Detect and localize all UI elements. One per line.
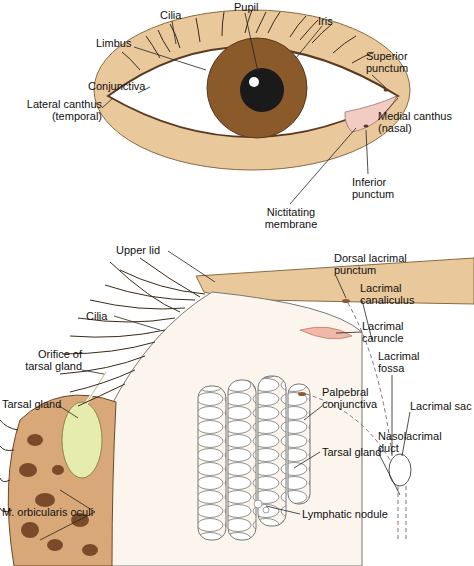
punctum-mark [342,299,350,303]
tarsal-gland-column [198,386,226,540]
part-label: Superior punctum [366,50,428,74]
part-label: Medial canthus (nasal) [378,110,466,134]
part-label: Orifice of tarsal gland [16,348,82,372]
leader-lines [102,13,398,204]
part-label: Lateral canthus (temporal) [14,98,102,122]
leader-lines [40,251,410,540]
part-label: Cilia [86,310,107,322]
part-label: Lacrimal fossa [378,350,436,374]
part-label: Dorsal lacrimal punctum [334,252,424,276]
gland-duct [86,372,106,404]
part-label: Tarsal gland [322,446,381,458]
part-label: Lacrimal caruncle [362,320,424,344]
eyelashes [122,10,374,70]
tarsal-gland-section [62,402,102,478]
part-label: Conjunctiva [88,80,145,92]
part-label: Lymphatic nodule [302,508,388,520]
highlight [249,77,259,87]
part-label: Limbus [96,37,131,49]
part-label: Pupil [234,1,258,13]
cross-section [8,395,116,566]
part-label: Palpebral conjunctiva [322,386,394,410]
part-label: Tarsal gland [2,398,61,410]
punctum-mark [364,125,369,128]
tarsal-gland-column [288,384,310,504]
part-label: Nasolacrimal duct [378,430,458,454]
pupil-shape [240,68,284,112]
part-label: Iris [318,15,333,27]
tarsal-gland-column [228,380,256,540]
punctum-mark [298,392,306,396]
lid-section [0,251,474,566]
part-label: Cilia [160,9,181,21]
part-label: Inferior punctum [352,176,414,200]
eyelashes [0,258,205,512]
external-eye [94,10,410,204]
part-label: Nictitating membrane [246,206,336,230]
lacrimal-sac-shape [389,454,411,486]
punctum-mark [384,89,389,92]
conjunctiva-surface [98,292,362,566]
part-label: M. orbicularis oculi [2,506,102,518]
part-label: Upper lid [116,244,160,256]
part-label: Lacrimal sac [410,400,472,412]
iris-shape [207,38,307,138]
gland-duct [86,372,106,404]
part-label: Lacrimal canaliculus [360,282,440,306]
